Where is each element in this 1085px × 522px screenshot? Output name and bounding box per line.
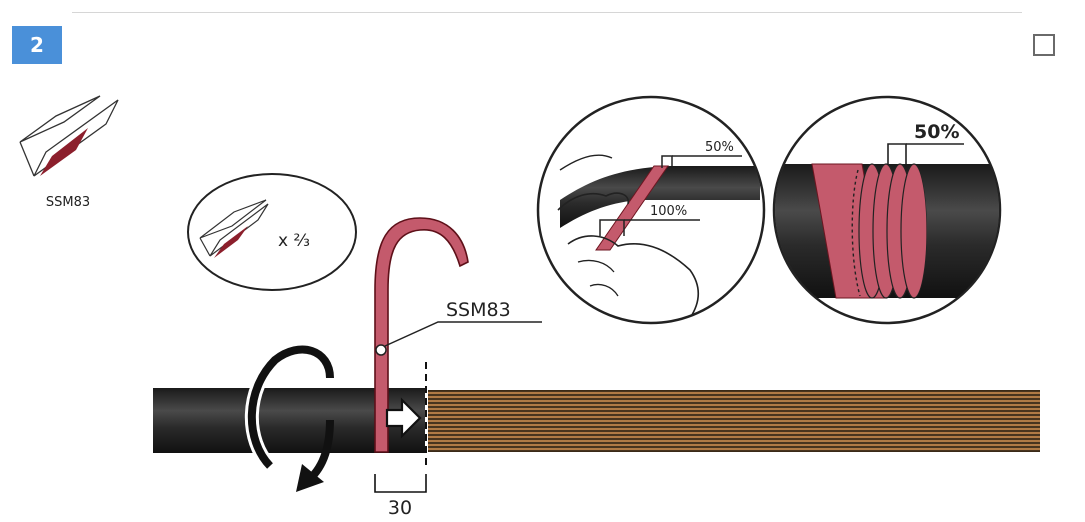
step-number-badge: 2 — [12, 26, 62, 64]
tape-product-icon — [19, 95, 119, 177]
exposed-conductor-strands — [428, 390, 1040, 452]
dimension-label: 30 — [388, 497, 412, 519]
product-label: SSM83 — [46, 195, 90, 210]
result-overlap-label: 50% — [914, 121, 959, 143]
tape-strip — [374, 217, 469, 453]
step-checkbox[interactable] — [1033, 34, 1055, 56]
top-divider — [72, 12, 1022, 13]
detail-circle-result — [772, 95, 1002, 325]
detail-circle-overlap — [536, 95, 766, 325]
main-cable — [153, 362, 1040, 470]
inset-oval-quantity — [187, 173, 357, 291]
tape-callout — [375, 321, 542, 356]
tape-callout-label: SSM83 — [446, 299, 511, 321]
push-arrow-icon — [385, 397, 422, 439]
inset-multiplier-text: x ⅔ — [278, 231, 310, 251]
rotation-arrow-icon — [244, 342, 337, 492]
dimension-bracket — [374, 474, 427, 493]
width-label-100: 100% — [650, 204, 687, 219]
overlap-label-50: 50% — [705, 140, 734, 155]
